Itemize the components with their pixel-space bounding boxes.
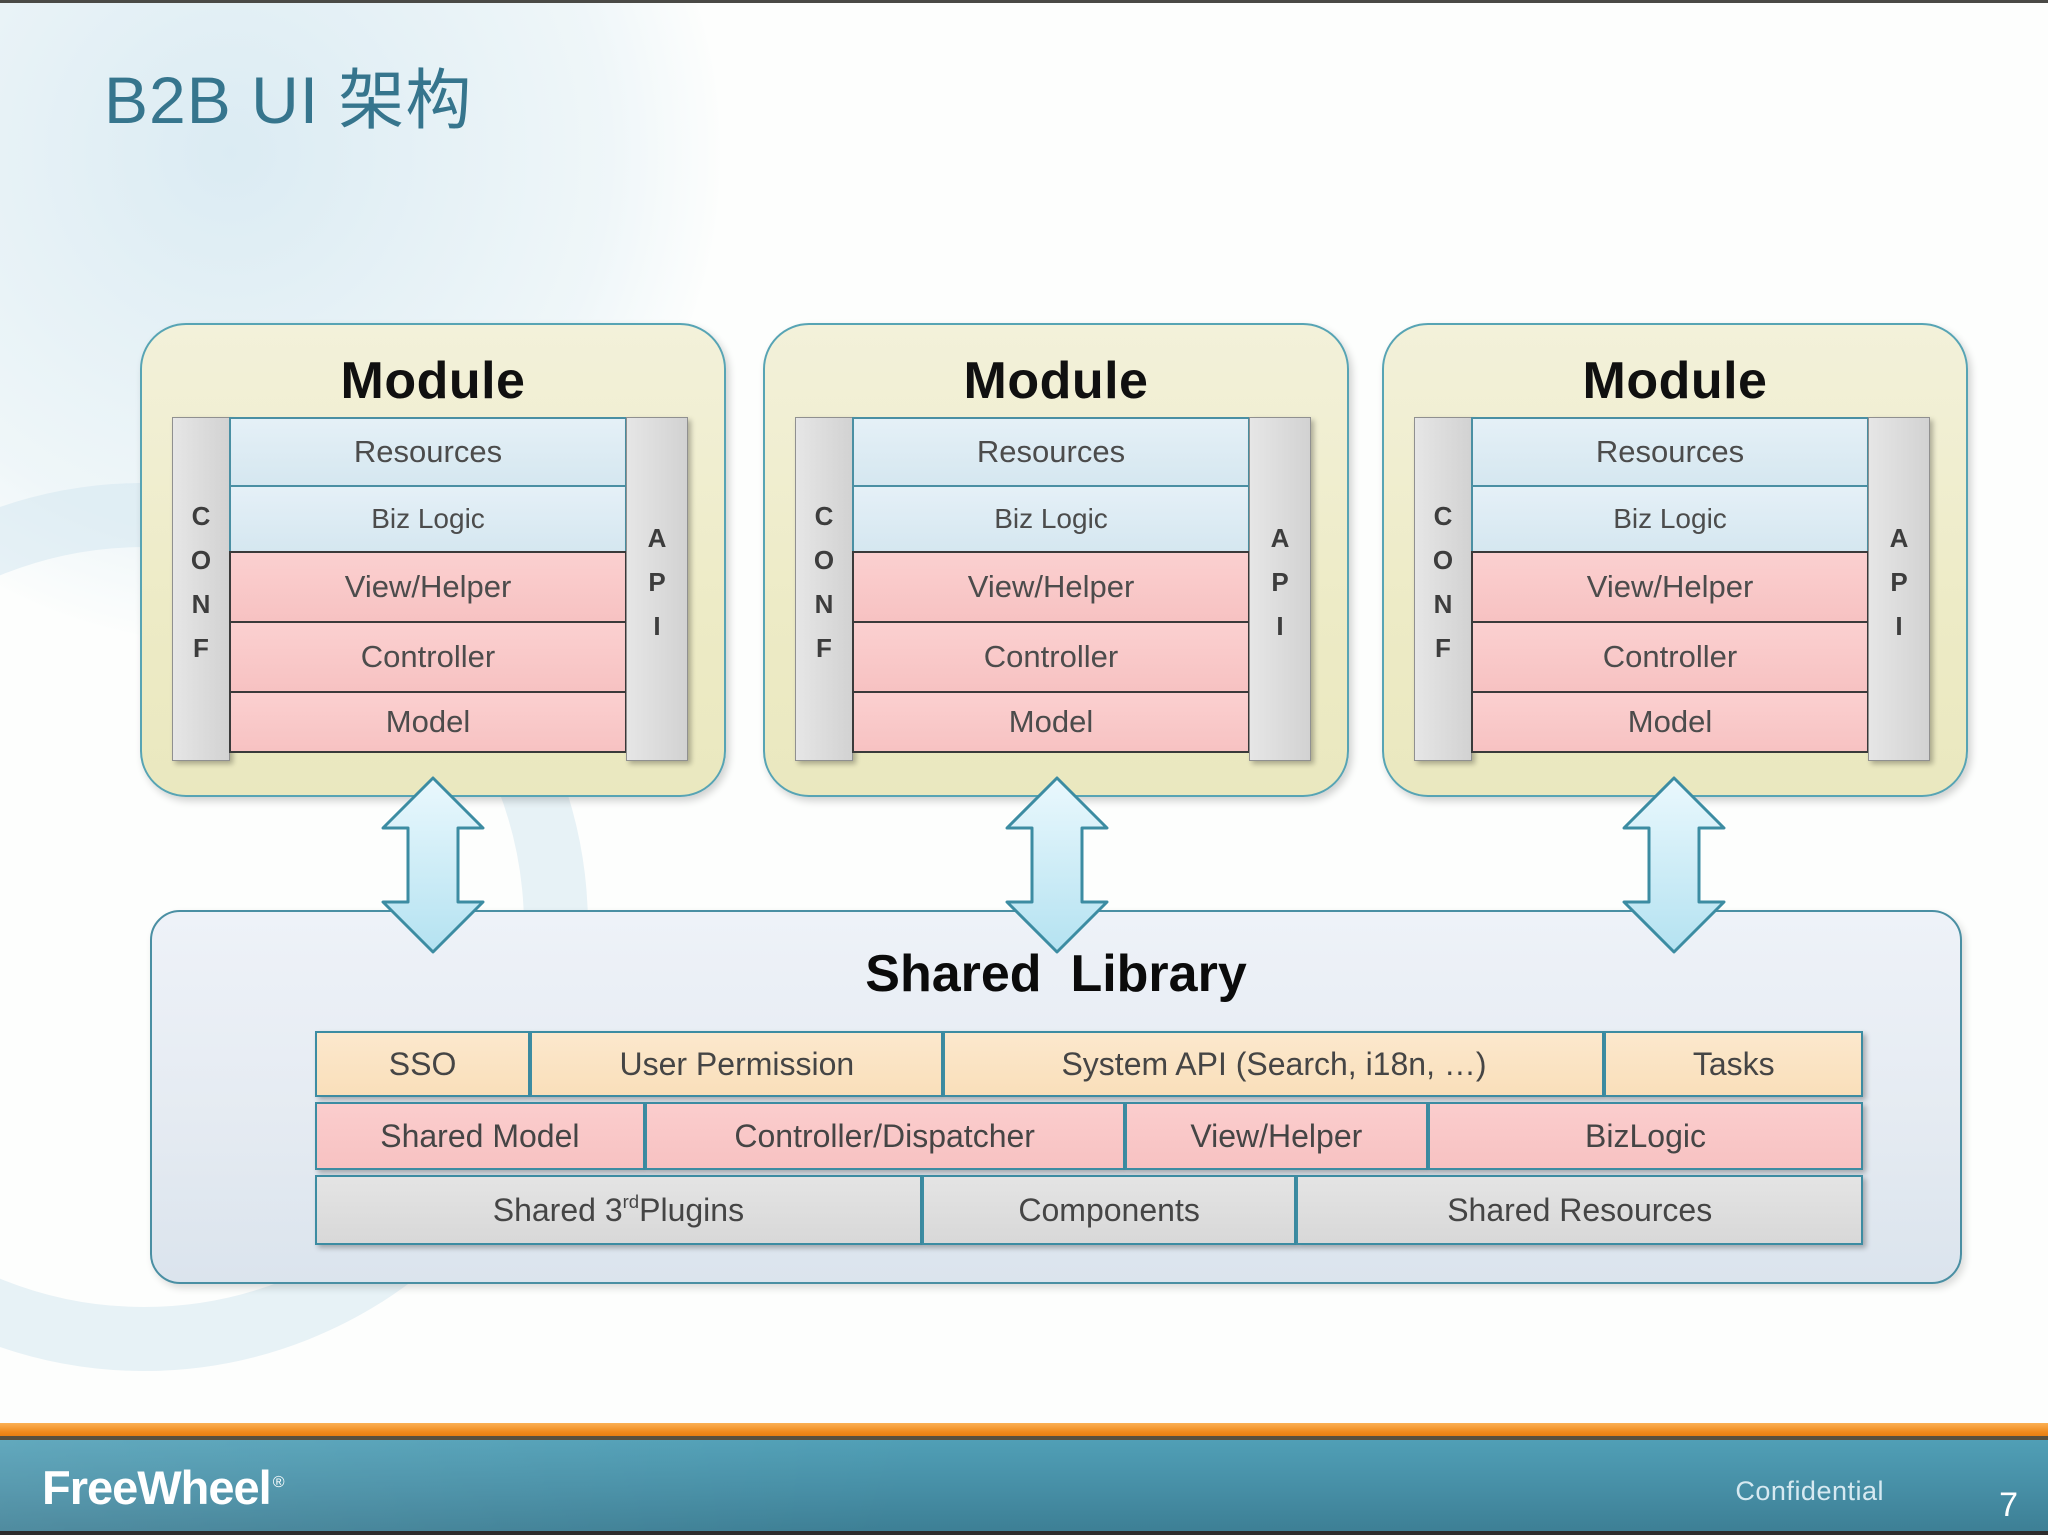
layer-biz-logic: Biz Logic (1471, 485, 1869, 553)
plugins-text-superscript: rd (622, 1190, 640, 1212)
module-box: Module CONF Resources Biz Logic View/Hel… (140, 323, 726, 797)
shared-library-box: Shared Library SSO User Permission Syste… (150, 910, 1962, 1284)
conf-label: CONF (809, 501, 839, 677)
bidirectional-arrow-icon (1005, 776, 1109, 954)
layer-model: Model (229, 691, 627, 753)
layer-biz-logic: Biz Logic (229, 485, 627, 553)
layer-biz-logic: Biz Logic (852, 485, 1250, 553)
plugins-text-prefix: Shared 3 (492, 1191, 623, 1228)
layer-model: Model (852, 691, 1250, 753)
layer-resources: Resources (1471, 417, 1869, 487)
layer-controller: Controller (1471, 621, 1869, 693)
cell-view-helper: View/Helper (1124, 1102, 1428, 1170)
layer-controller: Controller (852, 621, 1250, 693)
footer-orange-stripe (0, 1423, 2048, 1436)
cell-shared-resources: Shared Resources (1296, 1175, 1863, 1245)
cell-shared-model: Shared Model (315, 1102, 645, 1170)
freewheel-logo: FreeWheel® (42, 1460, 285, 1515)
layer-resources: Resources (852, 417, 1250, 487)
api-bar: API (1868, 417, 1930, 761)
api-bar: API (1249, 417, 1311, 761)
cell-bizlogic: BizLogic (1428, 1102, 1863, 1170)
layer-controller: Controller (229, 621, 627, 693)
conf-bar: CONF (172, 417, 230, 761)
cell-tasks: Tasks (1604, 1031, 1863, 1097)
freewheel-logo-text: FreeWheel (42, 1461, 272, 1514)
footer-teal-band: FreeWheel® Confidential 7 (0, 1440, 2048, 1535)
page-number: 7 (1999, 1486, 2018, 1524)
layer-view-helper: View/Helper (852, 551, 1250, 623)
layer-model: Model (1471, 691, 1869, 753)
footer-separator-line (0, 1436, 2048, 1440)
shared-library-title: Shared Library (865, 945, 1247, 1003)
module-title: Module (1582, 352, 1768, 410)
conf-bar: CONF (795, 417, 853, 761)
page-title: B2B UI 架构 (104, 63, 473, 137)
api-label: API (1884, 523, 1914, 655)
api-label: API (642, 523, 672, 655)
cell-components: Components (921, 1175, 1297, 1245)
cell-user-permission: User Permission (530, 1031, 944, 1097)
confidential-label: Confidential (1735, 1476, 1884, 1506)
conf-label: CONF (1428, 501, 1458, 677)
conf-label: CONF (186, 501, 216, 677)
module-title: Module (340, 352, 526, 410)
layer-resources: Resources (229, 417, 627, 487)
conf-bar: CONF (1414, 417, 1472, 761)
cell-sso: SSO (315, 1031, 531, 1097)
footer-bar: FreeWheel® Confidential 7 (0, 1423, 2048, 1539)
bidirectional-arrow-icon (1622, 776, 1726, 954)
plugins-text-suffix: Plugins (639, 1191, 745, 1228)
module-layers: Resources Biz Logic View/Helper Controll… (852, 417, 1250, 753)
api-label: API (1265, 523, 1295, 655)
shared-library-rows: SSO User Permission System API (Search, … (315, 1031, 1863, 1250)
bidirectional-arrow-icon (381, 776, 485, 954)
cell-controller-dispatcher: Controller/Dispatcher (644, 1102, 1125, 1170)
api-bar: API (626, 417, 688, 761)
module-layers: Resources Biz Logic View/Helper Controll… (229, 417, 627, 753)
module-box: Module CONF Resources Biz Logic View/Hel… (1382, 323, 1968, 797)
cell-system-api: System API (Search, i18n, …) (943, 1031, 1605, 1097)
layer-view-helper: View/Helper (1471, 551, 1869, 623)
module-title: Module (963, 352, 1149, 410)
layer-view-helper: View/Helper (229, 551, 627, 623)
registered-mark-icon: ® (272, 1474, 285, 1492)
module-layers: Resources Biz Logic View/Helper Controll… (1471, 417, 1869, 753)
shared-row-services: SSO User Permission System API (Search, … (315, 1031, 1863, 1097)
shared-row-mvc: Shared Model Controller/Dispatcher View/… (315, 1102, 1863, 1170)
module-box: Module CONF Resources Biz Logic View/Hel… (763, 323, 1349, 797)
